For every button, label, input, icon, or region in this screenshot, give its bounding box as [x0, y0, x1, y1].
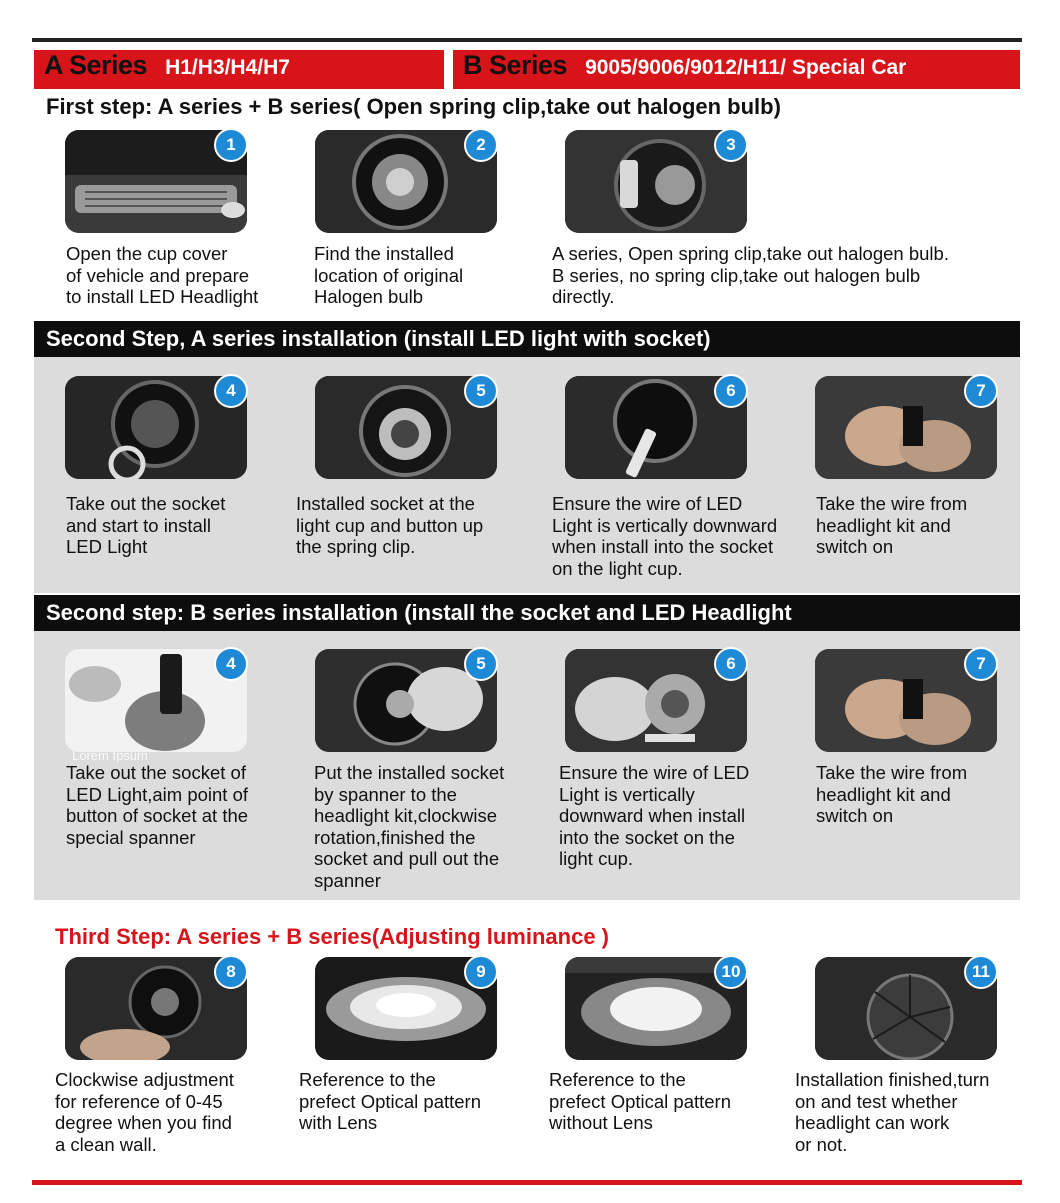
step-number-badge: 3 — [714, 128, 748, 162]
step1-caption-2: Find the installed location of original … — [314, 243, 464, 307]
b-series-models: 9005/9006/9012/H11/ — [585, 56, 786, 79]
step-number-badge: 4 — [214, 374, 248, 408]
step-number-badge: 6 — [714, 647, 748, 681]
step-number-badge: 10 — [714, 955, 748, 989]
step3-caption-11: Installation finished,turn on and test w… — [795, 1069, 990, 1155]
a-series-models: H1/H3/H4/H7 — [165, 56, 290, 79]
step3-title: Third Step: A series + B series(Adjustin… — [55, 924, 609, 949]
step2b-caption-5: Put the installed socket by spanner to t… — [314, 762, 505, 891]
step-number-badge: 5 — [464, 647, 498, 681]
step2a-caption-5: Installed socket at the light cup and bu… — [296, 493, 484, 557]
step2b-title-bar: Second step: B series installation (inst… — [34, 595, 1020, 631]
step2a-caption-7: Take the wire from headlight kit and swi… — [816, 493, 968, 557]
step3-caption-10: Reference to the prefect Optical pattern… — [549, 1069, 732, 1133]
step1-title: First step: A series + B series( Open sp… — [46, 94, 781, 119]
step2b-title: Second step: B series installation (inst… — [46, 600, 792, 625]
step-number-badge: 8 — [214, 955, 248, 989]
step-number-badge: 6 — [714, 374, 748, 408]
step1-caption-1: Open the cup cover of vehicle and prepar… — [66, 243, 259, 307]
watermark: Lorem Ipsum — [72, 748, 148, 763]
step-number-badge: 2 — [464, 128, 498, 162]
step3-photo-9 — [315, 957, 497, 1060]
bottom-rule — [32, 1180, 1022, 1185]
step1-photo-3 — [565, 130, 747, 233]
b-series-special: Special Car — [791, 56, 907, 79]
step3-caption-8: Clockwise adjustment for reference of 0-… — [55, 1069, 234, 1155]
b-series-label: B Series — [463, 50, 568, 80]
step2b-caption-7: Take the wire from headlight kit and swi… — [816, 762, 968, 826]
step-number-badge: 1 — [214, 128, 248, 162]
step-number-badge: 5 — [464, 374, 498, 408]
step-number-badge: 7 — [964, 647, 998, 681]
b-series-bar: B Series 9005/9006/9012/H11/ Special Car — [453, 50, 1020, 89]
step2b-photo-7 — [815, 649, 997, 752]
step-number-badge: 7 — [964, 374, 998, 408]
step-number-badge: 4 — [214, 647, 248, 681]
step2b-caption-4: Take out the socket of LED Light,aim poi… — [66, 762, 249, 848]
step2a-caption-4: Take out the socket and start to install… — [66, 493, 226, 557]
step2a-title-bar: Second Step, A series installation (inst… — [34, 321, 1020, 357]
step2b-caption-6: Ensure the wire of LED Light is vertical… — [559, 762, 750, 869]
a-series-bar: A Series H1/H3/H4/H7 — [34, 50, 444, 89]
top-rule — [32, 38, 1022, 42]
a-series-label: A Series — [44, 50, 148, 80]
step3-caption-9: Reference to the prefect Optical pattern… — [299, 1069, 482, 1133]
step2a-caption-6: Ensure the wire of LED Light is vertical… — [552, 493, 778, 579]
step1-caption-3: A series, Open spring clip,take out halo… — [552, 243, 949, 307]
step-number-badge: 11 — [964, 955, 998, 989]
step2a-title: Second Step, A series installation (inst… — [46, 326, 711, 351]
step-number-badge: 9 — [464, 955, 498, 989]
